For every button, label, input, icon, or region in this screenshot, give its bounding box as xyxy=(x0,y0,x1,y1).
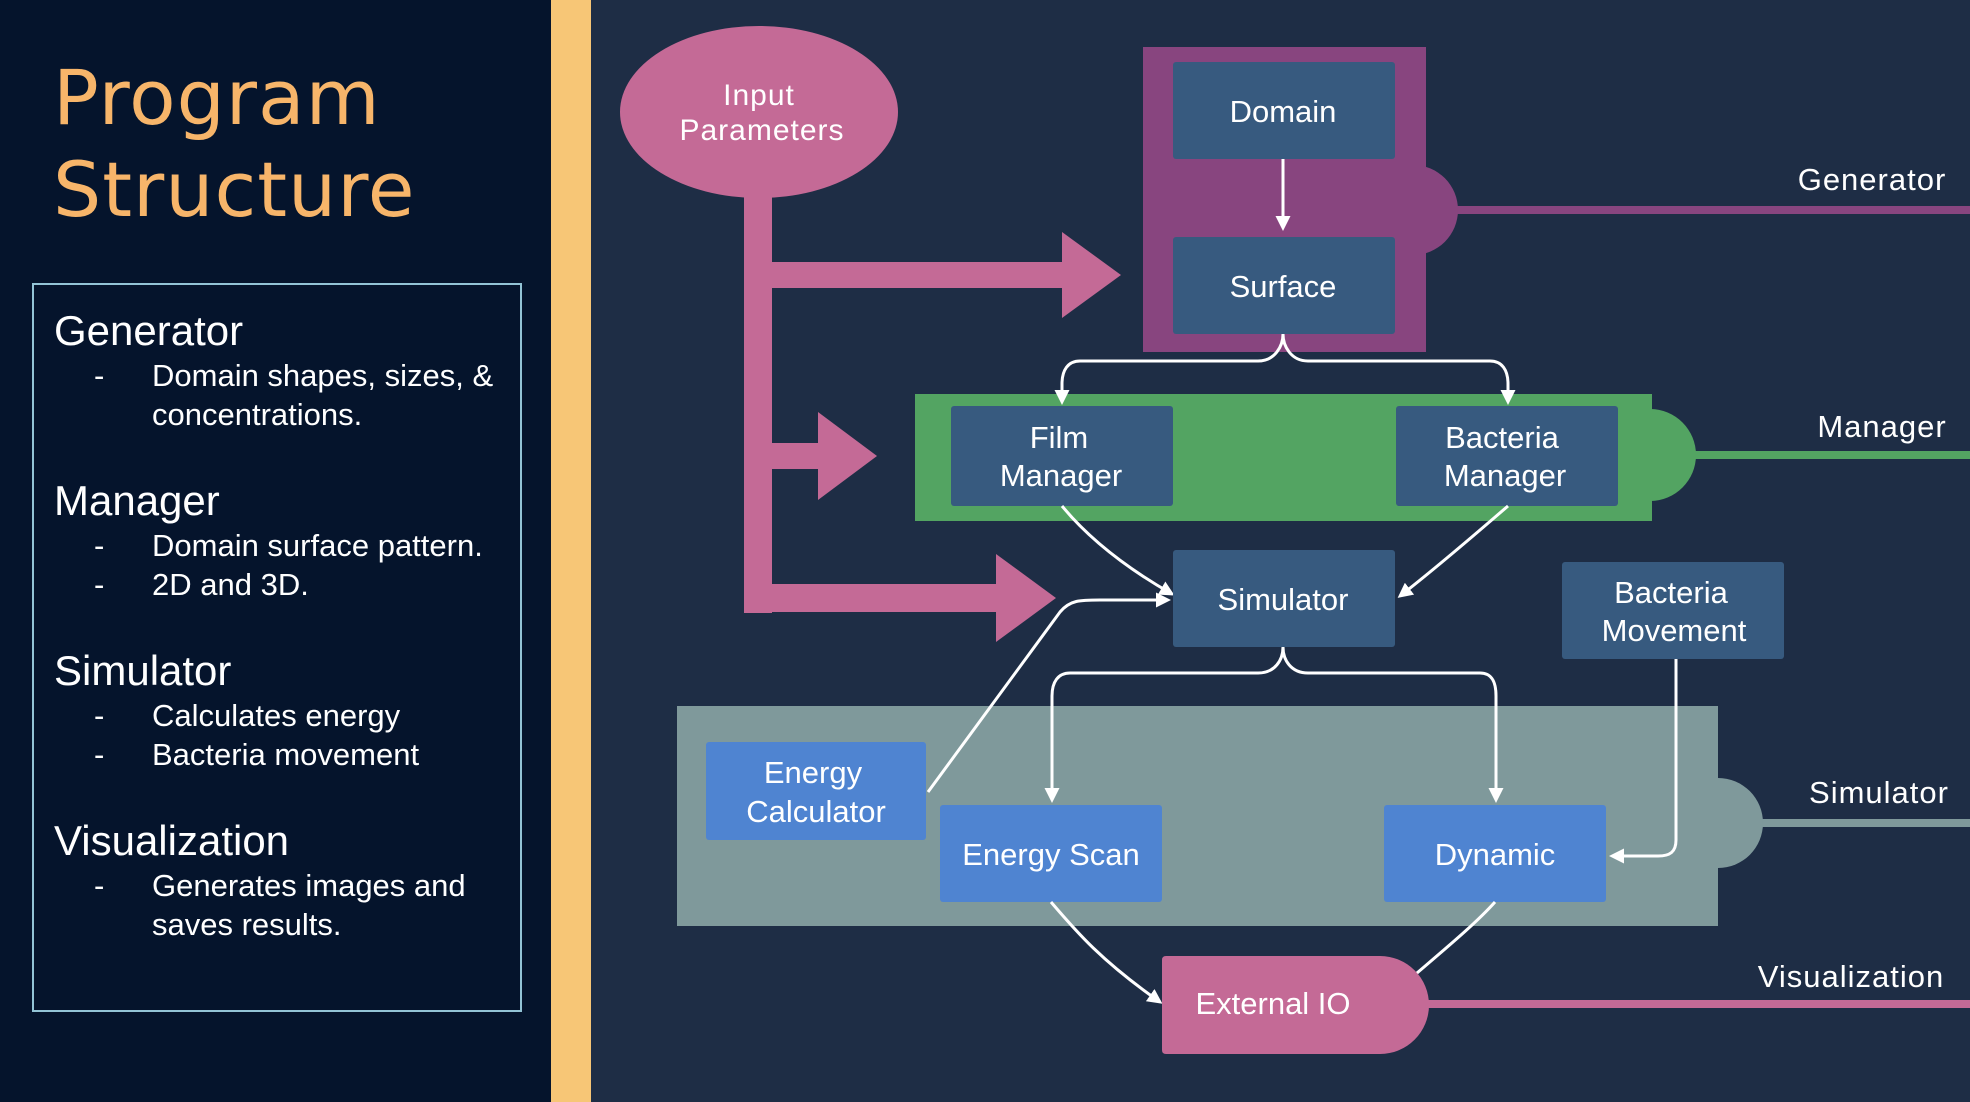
legend-box: Generator - Domain shapes, sizes, & conc… xyxy=(32,283,522,1012)
legend-item-line: 2D and 3D. xyxy=(152,567,309,602)
bacteria-manager-node xyxy=(1396,406,1618,506)
dynamic-label: Dynamic xyxy=(1435,837,1556,872)
simulator-to-dynamic-arrow xyxy=(1281,646,1504,803)
bacteria-manager-label: Bacteria xyxy=(1445,420,1559,455)
legend-item-line: concentrations. xyxy=(152,397,363,432)
simulator-to-energy-scan-arrow xyxy=(1044,646,1285,803)
accent-stripe xyxy=(551,0,591,1102)
legend-item-line: saves results. xyxy=(152,907,342,942)
energy-calculator-node xyxy=(706,742,926,840)
legend-dash: - xyxy=(94,567,105,602)
surface-node xyxy=(1173,237,1395,334)
energy-calculator-label: Calculator xyxy=(746,794,886,829)
energy-scan-label: Energy Scan xyxy=(962,837,1140,872)
legend-dash: - xyxy=(94,528,105,563)
legend-heading: Visualization xyxy=(54,817,290,864)
input-arrow-head-manager xyxy=(818,412,877,500)
dynamic-node xyxy=(1384,805,1606,902)
energy-scan-to-external-io-arrow xyxy=(1049,901,1163,1004)
film-manager-node xyxy=(951,406,1173,506)
input-flow-arrows xyxy=(744,185,1121,642)
legend-dash: - xyxy=(94,698,105,733)
left-panel xyxy=(0,0,551,1102)
input-parameters-node xyxy=(620,26,898,198)
input-arrow-shaft-manager xyxy=(744,443,822,469)
lane-label-manager: Manager xyxy=(1817,409,1946,444)
legend-dash: - xyxy=(94,737,105,772)
external-io-node xyxy=(1162,956,1429,1054)
energy-calculator-label: Energy xyxy=(764,755,863,790)
bacteria-movement-to-dynamic-arrow xyxy=(1609,659,1678,864)
legend-item-line: Calculates energy xyxy=(152,698,401,733)
legend-item-line: Domain surface pattern. xyxy=(152,528,483,563)
domain-label: Domain xyxy=(1230,94,1337,129)
legend-item: - Domain surface pattern. xyxy=(54,526,483,565)
input-arrow-head-generator xyxy=(1062,232,1121,318)
simulator-label: Simulator xyxy=(1218,582,1349,617)
legend-item-line: Generates images and xyxy=(152,868,466,903)
legend-item: - Generates images and saves results. xyxy=(54,866,466,944)
input-arrow-head-simulator xyxy=(996,554,1056,642)
lane-label-simulator: Simulator xyxy=(1809,775,1949,810)
legend-heading: Simulator xyxy=(54,647,232,694)
bacteria-manager-label: Manager xyxy=(1444,458,1566,493)
bacteria-movement-label: Bacteria xyxy=(1614,575,1728,610)
domain-node xyxy=(1173,62,1395,159)
legend-heading: Manager xyxy=(54,477,220,524)
bacteria-movement-node xyxy=(1562,562,1784,659)
input-parameters-label: Parameters xyxy=(679,114,844,147)
legend-item: - Calculates energy xyxy=(54,696,419,735)
legend-manager: Manager - Domain surface pattern. - 2D a… xyxy=(54,476,483,604)
legend-dash: - xyxy=(94,868,105,903)
film-manager-label: Manager xyxy=(1000,458,1122,493)
bacteria-movement-label: Movement xyxy=(1602,613,1747,648)
legend-simulator: Simulator - Calculates energy - Bacteria… xyxy=(54,646,419,774)
title-line-1: Program xyxy=(53,53,381,142)
legend-dash: - xyxy=(94,358,105,393)
film-manager-label: Film xyxy=(1030,420,1089,455)
energy-calculator-to-simulator-arrow xyxy=(926,592,1171,793)
external-io-label: External IO xyxy=(1195,986,1350,1021)
legend-item-line: Domain shapes, sizes, & xyxy=(152,358,494,393)
input-arrow-shaft-simulator xyxy=(744,584,1000,612)
bacteria-manager-to-simulator-arrow xyxy=(1397,504,1509,598)
surface-to-bacteria-manager-arrow xyxy=(1281,333,1516,405)
input-parameters-label: Input xyxy=(723,79,795,112)
simulator-node xyxy=(1173,550,1395,647)
surface-label: Surface xyxy=(1230,269,1337,304)
legend-item: - 2D and 3D. xyxy=(54,565,483,604)
legend-item: - Domain shapes, sizes, & concentrations… xyxy=(54,356,493,434)
input-arrow-shaft-generator xyxy=(744,262,1064,288)
legend-item: - Bacteria movement xyxy=(54,735,419,774)
energy-scan-node xyxy=(940,805,1162,902)
surface-to-film-manager-arrow xyxy=(1054,333,1285,405)
flow-diagram: Input Parameters Generator Domain Surfac… xyxy=(620,26,1970,1054)
legend-generator: Generator - Domain shapes, sizes, & conc… xyxy=(54,306,493,434)
title-line-2: Structure xyxy=(53,145,416,234)
legend-item-line: Bacteria movement xyxy=(152,737,420,772)
legend-visualization: Visualization - Generates images and sav… xyxy=(54,816,466,944)
film-manager-to-simulator-arrow xyxy=(1060,505,1175,596)
input-trunk xyxy=(744,185,772,613)
page-title: Program Structure xyxy=(53,52,523,236)
legend-heading: Generator xyxy=(54,307,244,354)
lane-label-generator: Generator xyxy=(1798,162,1947,197)
lane-label-visualization: Visualization xyxy=(1758,959,1944,994)
